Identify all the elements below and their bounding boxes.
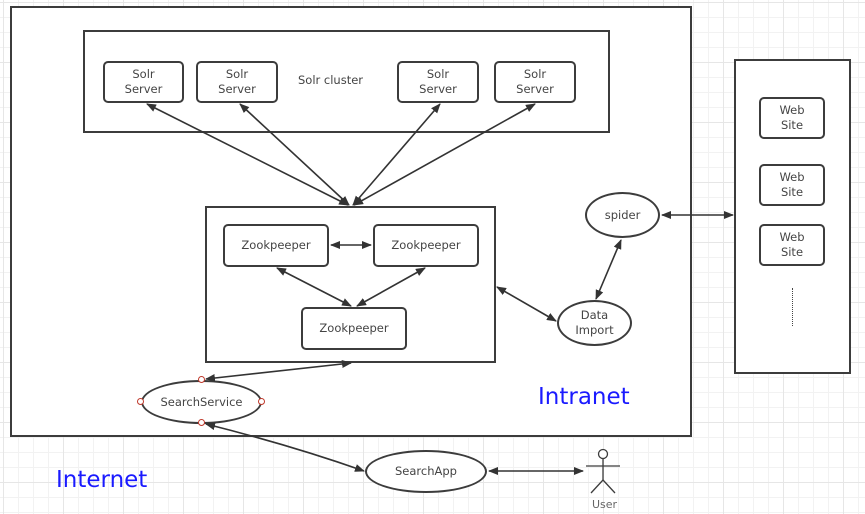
solr-server-3[interactable]: Solr Server <box>397 61 479 103</box>
data-import-node[interactable]: Data Import <box>557 300 632 346</box>
web-site-2[interactable]: Web Site <box>759 164 825 206</box>
more-web-sites-ellipsis <box>792 288 793 326</box>
selection-handle-right[interactable] <box>258 398 265 405</box>
solr-server-2[interactable]: Solr Server <box>196 61 278 103</box>
solr-server-4[interactable]: Solr Server <box>494 61 576 103</box>
solr-cluster-label: Solr cluster <box>298 73 364 87</box>
selection-handle-bottom[interactable] <box>198 419 205 426</box>
search-app-node[interactable]: SearchApp <box>365 450 487 493</box>
intranet-label: Intranet <box>538 384 630 410</box>
selection-handle-left[interactable] <box>137 398 144 405</box>
spider-node[interactable]: spider <box>585 192 660 238</box>
web-site-1[interactable]: Web Site <box>759 97 825 139</box>
zookeeper-node-3[interactable]: Zookpeeper <box>301 307 407 350</box>
search-service-node[interactable]: SearchService <box>141 380 262 424</box>
solr-server-1[interactable]: Solr Server <box>103 61 184 103</box>
zookeeper-node-2[interactable]: Zookpeeper <box>373 224 479 267</box>
web-site-3[interactable]: Web Site <box>759 224 825 266</box>
zookeeper-node-1[interactable]: Zookpeeper <box>223 224 329 267</box>
user-label: User <box>592 498 618 511</box>
internet-label: Internet <box>56 467 148 493</box>
selection-handle-top[interactable] <box>198 376 205 383</box>
user-actor-icon[interactable] <box>583 448 623 498</box>
